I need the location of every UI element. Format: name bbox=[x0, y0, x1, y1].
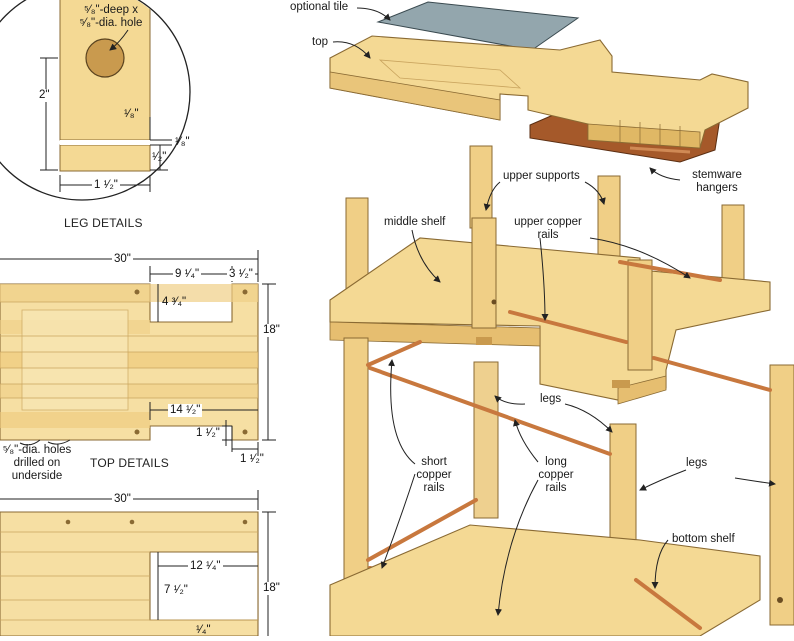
callout-long-copper-line1: long bbox=[545, 456, 567, 468]
top-details-title: TOP DETAILS bbox=[90, 456, 169, 470]
top-details-view bbox=[0, 250, 276, 456]
leg-height-dim: 2" bbox=[37, 89, 52, 102]
callout-upper-copper-line2: rails bbox=[537, 229, 559, 241]
top-hole-note-line1: ⁵⁄₈"-dia. holes bbox=[2, 444, 72, 456]
shelf-notch-depth-dim: 7 ¹⁄₂" bbox=[162, 584, 190, 597]
top-hole-note: ⁵⁄₈"-dia. holes drilled on underside bbox=[0, 444, 74, 483]
leg-notch-depth-dim: ¹⁄₂" bbox=[152, 151, 167, 163]
shelf-height-dim: 18" bbox=[261, 582, 282, 595]
leg-hole-note-line2: ⁵⁄₈"-dia. hole bbox=[79, 17, 143, 29]
callout-bottom-shelf: bottom shelf bbox=[672, 533, 735, 545]
leg-details-title: LEG DETAILS bbox=[64, 216, 143, 230]
leg-width-dim: 1 ¹⁄₂" bbox=[92, 179, 120, 192]
top-lower-notch-dim: 14 ¹⁄₂" bbox=[168, 404, 203, 417]
callout-leaders bbox=[332, 7, 776, 616]
callout-short-copper-rails: short copper rails bbox=[410, 456, 458, 495]
top-notch-depth-dim: 4 ³⁄₄" bbox=[162, 296, 187, 308]
top-height-dim: 18" bbox=[261, 324, 282, 337]
top-hole-note-line3: underside bbox=[11, 470, 63, 482]
shelf-width-dim: 30" bbox=[112, 493, 133, 506]
leg-details-view bbox=[0, 0, 191, 201]
leg-hole-note: ⁵⁄₈"-deep x ⁵⁄₈"-dia. hole bbox=[66, 4, 156, 30]
top-hole-note-line2: drilled on bbox=[13, 457, 61, 469]
callout-stemware-line2: hangers bbox=[696, 182, 738, 194]
callout-upper-copper-rails: upper copper rails bbox=[500, 216, 596, 242]
leg-hole-note-line1: ⁵⁄₈"-deep x bbox=[84, 4, 138, 16]
top-width-dim: 30" bbox=[112, 253, 133, 266]
callout-stemware-hangers: stemware hangers bbox=[682, 169, 752, 195]
callout-long-copper-rails: long copper rails bbox=[532, 456, 580, 495]
top-notch-width-dim: 9 ¹⁄₄" bbox=[173, 268, 202, 281]
top-small-b-dim: 1 ¹⁄₂" bbox=[240, 453, 264, 465]
callout-long-copper-line2: copper bbox=[538, 469, 574, 481]
callout-optional-tile: optional tile bbox=[290, 1, 349, 13]
callout-short-copper-line2: copper bbox=[416, 469, 452, 481]
callout-legs-center: legs bbox=[540, 393, 562, 405]
leg-notch-top-dim: ¹⁄₈" bbox=[124, 108, 139, 120]
leg-hole-icon bbox=[85, 38, 125, 78]
shelf-notch-width-dim: 12 ¹⁄₄" bbox=[188, 560, 223, 573]
callout-long-copper-line3: rails bbox=[545, 482, 567, 494]
top-small-a-dim: 1 ¹⁄₂" bbox=[196, 427, 220, 439]
callout-top: top bbox=[312, 36, 328, 48]
callout-stemware-line1: stemware bbox=[692, 169, 742, 181]
exploded-assembly bbox=[329, 1, 794, 637]
top-end-dim: 3 ¹⁄₂" bbox=[227, 268, 255, 281]
callout-middle-shelf: middle shelf bbox=[384, 216, 446, 228]
callout-short-copper-line3: rails bbox=[423, 482, 445, 494]
callout-upper-supports: upper supports bbox=[503, 170, 580, 182]
shelf-details-view bbox=[0, 490, 276, 637]
leg-notch-right-dim: ¹⁄₈" bbox=[175, 136, 190, 148]
callout-legs-right: legs bbox=[686, 457, 708, 469]
callout-upper-copper-line1: upper copper bbox=[514, 216, 582, 228]
callout-short-copper-line1: short bbox=[421, 456, 447, 468]
shelf-partial-dim: ¹⁄₄" bbox=[196, 624, 211, 636]
